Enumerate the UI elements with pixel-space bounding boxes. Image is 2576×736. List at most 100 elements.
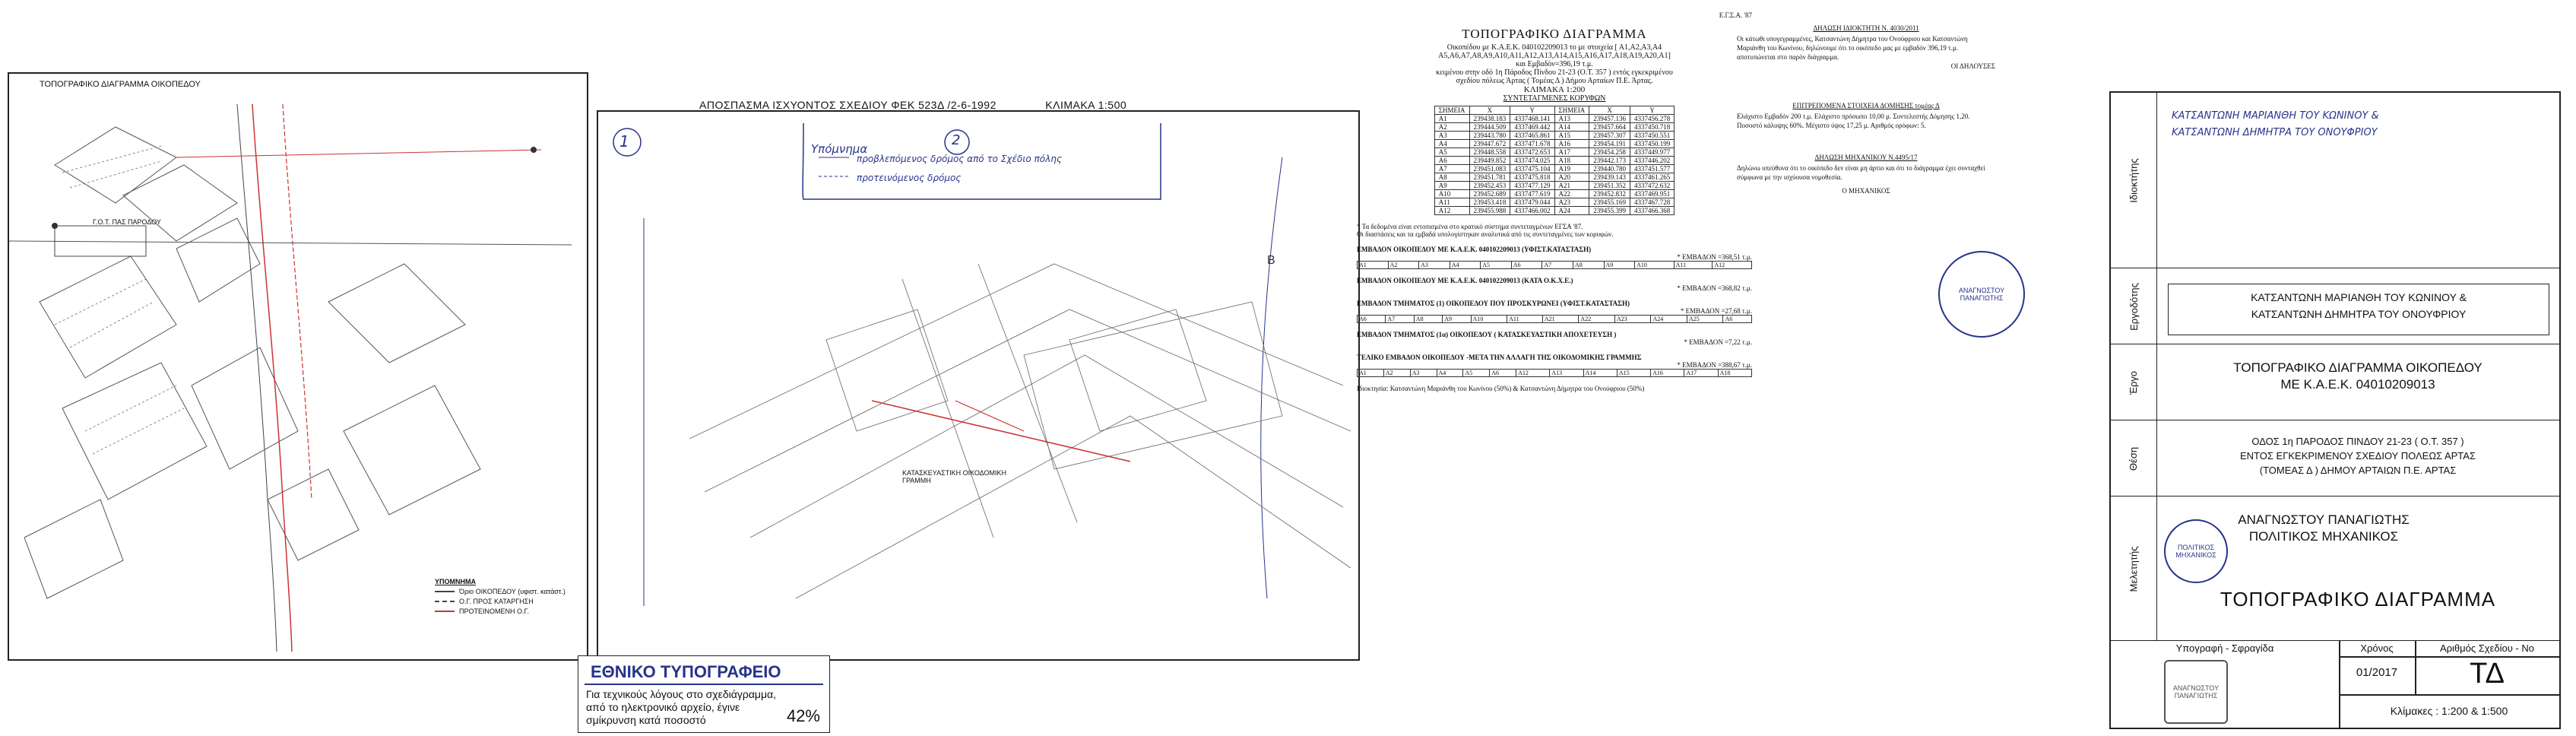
coords-cell: Α22 xyxy=(1554,189,1590,198)
coords-cell: 239451.781 xyxy=(1469,173,1511,182)
site-plan-legend: ΥΠΟΜΝΗΜΑ Όριο ΟΙΚΟΠΕΔΟΥ (υφιστ. κατάστ.)… xyxy=(435,576,579,617)
plot-label: Γ.Ο.Τ. ΠΑΣ ΠΑΡΟΔΟΥ xyxy=(93,218,161,226)
sheet-note-2: Οι διαστάσεις και τα εμβαδά υπολογίστηκα… xyxy=(1357,230,1614,238)
area-3-value: * ΕΜΒΑΔΟΝ =27,68 τ.μ. xyxy=(1680,307,1752,315)
extract-title: ΑΠΟΣΠΑΣΜΑ ΙΣΧΥΟΝΤΟΣ ΣΧΕΔΙΟΥ ΦΕΚ 523Δ /2-… xyxy=(699,99,996,111)
extract-header: ΑΠΟΣΠΑΣΜΑ ΙΣΧΥΟΝΤΟΣ ΣΧΕΔΙΟΥ ΦΕΚ 523Δ /2-… xyxy=(699,99,1126,111)
employer-line-1: ΚΑΤΣΑΝΤΩΝΗ ΜΑΡΙΑΝΘΗ ΤΟΥ ΚΩΝΙΝΟΥ & xyxy=(2251,291,2467,303)
area-block-3: ΕΜΒΑΔΟΝ ΤΜΗΜΑΤΟΣ (1) ΟΙΚΟΠΕΔΟΥ ΠΟΥ ΠΡΟΣΚ… xyxy=(1356,300,1752,323)
coords-cell: Α24 xyxy=(1554,206,1590,215)
address-line-2: ΕΝΤΟΣ ΕΓΚΕΚΡΙΜΕΝΟΥ ΣΧΕΔΙΟΥ ΠΟΛΕΩΣ ΑΡΤΑΣ xyxy=(2240,450,2476,462)
declaration-owner-title: ΔΗΛΩΣΗ ΙΔΙΟΚΤΗΤΗ Ν. 4030/2011 xyxy=(1813,24,1919,32)
coords-cell: 239452.689 xyxy=(1469,189,1511,198)
footer-divider xyxy=(2415,641,2416,694)
printing-office-line-3: σμίκρυνση κατά ποσοστό xyxy=(586,714,706,726)
note-number-1: 1 xyxy=(619,132,629,151)
legend-item: ΠΡΟΤΕΙΝΟΜΕΝΗ Ο.Γ. xyxy=(435,608,579,615)
project-line-1: ΤΟΠΟΓΡΑΦΙΚΟ ΔΙΑΓΡΑΜΜΑ ΟΙΚΟΠΕΔΟΥ xyxy=(2233,360,2483,375)
coords-cell: Α14 xyxy=(1554,122,1590,132)
coords-header-cell: Χ xyxy=(1589,106,1630,115)
area-block-2: ΕΜΒΑΔΟΝ ΟΙΚΟΠΕΔΟΥ ΜΕ Κ.Α.Ε.Κ. 0401022090… xyxy=(1357,277,1752,292)
building-terms-title: ΕΠΙΤΡΕΠΟΜΕΝΑ ΣΤΟΙΧΕΙΑ ΔΟΜΗΣΗΣ τομέας Δ xyxy=(1792,102,1940,109)
footer-divider xyxy=(2339,694,2559,696)
coords-cell: Α23 xyxy=(1554,198,1590,207)
area-2-value: * ΕΜΒΑΔΟΝ =368,82 τ.μ. xyxy=(1677,284,1752,292)
address-row: Θέση ΟΔΟΣ 1η ΠΑΡΟΔΟΣ ΠΙΝΔΟΥ 21-23 ( Ο.Τ.… xyxy=(2111,420,2559,496)
note-line-1: προβλεπόμενος δρόμος από το Σχέδιο πόλης xyxy=(857,154,1062,164)
coords-cell: 4337475.104 xyxy=(1510,164,1555,173)
sheet-scale: ΚΛΙΜΑΚΑ 1:200 xyxy=(1523,85,1586,94)
declaration-engineer-text: Δηλώνω υπεύθυνα ότι το οικόπεδο δεν είνα… xyxy=(1737,164,1985,181)
coords-cell: 239451.083 xyxy=(1469,164,1511,173)
designer-stamp: ΠΟΛΙΤΙΚΟΣ ΜΗΧΑΝΙΚΟΣ xyxy=(2164,519,2228,583)
coords-cell: 4337461.265 xyxy=(1629,173,1675,182)
coords-cell: 239444.509 xyxy=(1469,122,1511,132)
declarations-panel: ΔΗΛΩΣΗ ΙΔΙΟΚΤΗΤΗ Ν. 4030/2011 Οι κάτωθι … xyxy=(1737,19,1995,195)
scale-value: 1:200 & 1:500 xyxy=(2441,705,2508,717)
site-plan-title: ΤΟΠΟΓΡΑΦΙΚΟ ΔΙΑΓΡΑΜΜΑ ΟΙΚΟΠΕΔΟΥ xyxy=(40,80,201,89)
coords-cell: 4337471.678 xyxy=(1510,139,1555,148)
coords-header-cell: Υ xyxy=(1629,106,1675,115)
coords-cell: Α4 xyxy=(1434,139,1470,148)
coords-cell: Α6 xyxy=(1434,156,1470,165)
owners-signatures: ΚΑΤΣΑΝΤΩΝΗ ΜΑΡΙΑΝΘΗ ΤΟΥ ΚΩΝΙΝΟΥ & ΚΑΤΣΑΝ… xyxy=(2172,108,2544,141)
coords-cell: 4337477.619 xyxy=(1510,189,1555,198)
note-line-2: προτεινόμενος δρόμος xyxy=(857,173,962,183)
coords-cell: Α20 xyxy=(1554,173,1590,182)
coords-cell: 239442.173 xyxy=(1589,156,1630,165)
coords-cell: Α17 xyxy=(1554,148,1590,157)
topographic-text-sheet: Ε.Γ.Σ.Α. '87 ΤΟΠΟΓΡΑΦΙΚΟ ΔΙΑΓΡΑΜΜΑ Οικοπ… xyxy=(1356,11,1753,726)
coords-cell: 4337466.368 xyxy=(1629,206,1675,215)
coords-cell: 4337450.551 xyxy=(1629,131,1675,140)
coords-cell: 239457.664 xyxy=(1589,122,1630,132)
coords-cell: 4337466.002 xyxy=(1510,206,1555,215)
project-text: ΤΟΠΟΓΡΑΦΙΚΟ ΔΙΑΓΡΑΜΜΑ ΟΙΚΟΠΕΔΟΥ ΜΕ Κ.Α.Ε… xyxy=(2156,360,2559,393)
owners-line: Ιδιοκτησία: Κατσαντώνη Μαριάνθη του Κωνί… xyxy=(1357,385,1645,392)
area-2-title: ΕΜΒΑΔΟΝ ΟΙΚΟΠΕΔΟΥ ΜΕ Κ.Α.Ε.Κ. 0401022090… xyxy=(1357,277,1573,284)
coords-cell: 4337477.129 xyxy=(1510,181,1555,190)
extract-panel: B 1 Υπόμνημα 2 προβλεπόμενος δρόμος από … xyxy=(597,110,1360,661)
area-1-title: ΕΜΒΑΔΟΝ ΟΙΚΟΠΕΔΟΥ ΜΕ Κ.Α.Ε.Κ. 0401022090… xyxy=(1357,246,1592,253)
coords-cell: 239457.307 xyxy=(1589,131,1630,140)
svg-text:B: B xyxy=(1267,254,1275,267)
coords-header-cell: Υ xyxy=(1510,106,1555,115)
sheet-sub-2: Α5,Α6,Α7,Α8,Α9,Α10,Α11,Α12,Α13,Α14,Α15,Α… xyxy=(1438,52,1671,60)
printing-office-line-2: από το ηλεκτρονικό αρχείο, έγινε xyxy=(586,701,740,713)
coords-cell: Α13 xyxy=(1554,114,1590,123)
coords-cell: Α12 xyxy=(1434,206,1470,215)
drawing-title: ΤΟΠΟΓΡΑΦΙΚΟ ΔΙΑΓΡΑΜΜΑ xyxy=(2220,588,2496,611)
project-label: Έργο xyxy=(2111,344,2157,420)
area-3-title: ΕΜΒΑΔΟΝ ΤΜΗΜΑΤΟΣ (1) ΟΙΚΟΠΕΔΟΥ ΠΟΥ ΠΡΟΣΚ… xyxy=(1357,300,1630,307)
coords-cell: 239455.169 xyxy=(1589,198,1630,207)
coords-cell: 239449.852 xyxy=(1469,156,1511,165)
area-4-title: ΕΜΒΑΔΟΝ ΤΜΗΜΑΤΟΣ (1α) ΟΙΚΟΠΕΔΟΥ ( ΚΑΤΑΣΚ… xyxy=(1357,331,1617,338)
printing-office-line-1: Για τεχνικούς λόγους στο σχεδιάγραμμα, xyxy=(586,688,777,700)
sheet-title: ΤΟΠΟΓΡΑΦΙΚΟ ΔΙΑΓΡΑΜΜΑ xyxy=(1462,27,1647,41)
coords-cell: 4337450.199 xyxy=(1629,139,1675,148)
designer-label: Μελετητής xyxy=(2111,496,2157,641)
coords-cell: 239443.780 xyxy=(1469,131,1511,140)
sheet-sub-5: σχεδίου πόλεως Άρτας ( Τομέας Δ ) Δήμου … xyxy=(1456,77,1653,85)
area-5-title: ΤΕΛΙΚΟ ΕΜΒΑΔΟΝ ΟΙΚΟΠΕΔΟΥ -ΜΕΤΑ ΤΗΝ ΑΛΛΑΓ… xyxy=(1357,354,1642,361)
coords-cell: 239453.418 xyxy=(1469,198,1511,207)
coords-table-title: ΣΥΝΤΕΤΑΓΜΕΝΕΣ ΚΟΡΥΦΩΝ xyxy=(1503,94,1606,103)
address-line-1: ΟΔΟΣ 1η ΠΑΡΟΔΟΣ ΠΙΝΔΟΥ 21-23 ( Ο.Τ. 357 … xyxy=(2251,436,2464,447)
area-1-value: * ΕΜΒΑΔΟΝ =368,51 τ.μ. xyxy=(1677,253,1752,261)
engineer-seal: ΑΝΑΓΝΩΣΤΟΥ ΠΑΝΑΓΙΩΤΗΣ xyxy=(2164,660,2228,724)
site-plan-panel: ΤΟΠΟΓΡΑΦΙΚΟ ΔΙΑΓΡΑΜΜΑ ΟΙΚΟΠΕΔΟΥ Γ.Ο.Τ. Π… xyxy=(8,72,588,661)
footer-row: Υπογραφή - Σφραγίδα Χρόνος 01/2017 Αριθμ… xyxy=(2111,640,2559,728)
coords-cell: 4337479.044 xyxy=(1510,198,1555,207)
legend-item: Όριο ΟΙΚΟΠΕΔΟΥ (υφιστ. κατάστ.) xyxy=(435,588,579,595)
printing-office-box: ΕΘΝΙΚΟ ΤΥΠΟΓΡΑΦΕΙΟ Για τεχνικούς λόγους … xyxy=(578,655,830,733)
coords-cell: Α9 xyxy=(1434,181,1470,190)
designer-text: ΑΝΑΓΝΩΣΤΟΥ ΠΑΝΑΓΙΩΤΗΣ ΠΟΛΙΤΙΚΟΣ ΜΗΧΑΝΙΚΟ… xyxy=(2210,512,2438,545)
sheet-sub-4: κειμένου στην οδό 1η Πάροδος Πίνδου 21-2… xyxy=(1436,68,1673,77)
scale-line: Κλίμακες : 1:200 & 1:500 xyxy=(2339,705,2559,717)
coords-cell: 239439.143 xyxy=(1589,173,1630,182)
scale-label: Κλίμακες : xyxy=(2390,705,2439,717)
printing-office-title: ΕΘΝΙΚΟ ΤΥΠΟΓΡΑΦΕΙΟ xyxy=(585,661,823,685)
